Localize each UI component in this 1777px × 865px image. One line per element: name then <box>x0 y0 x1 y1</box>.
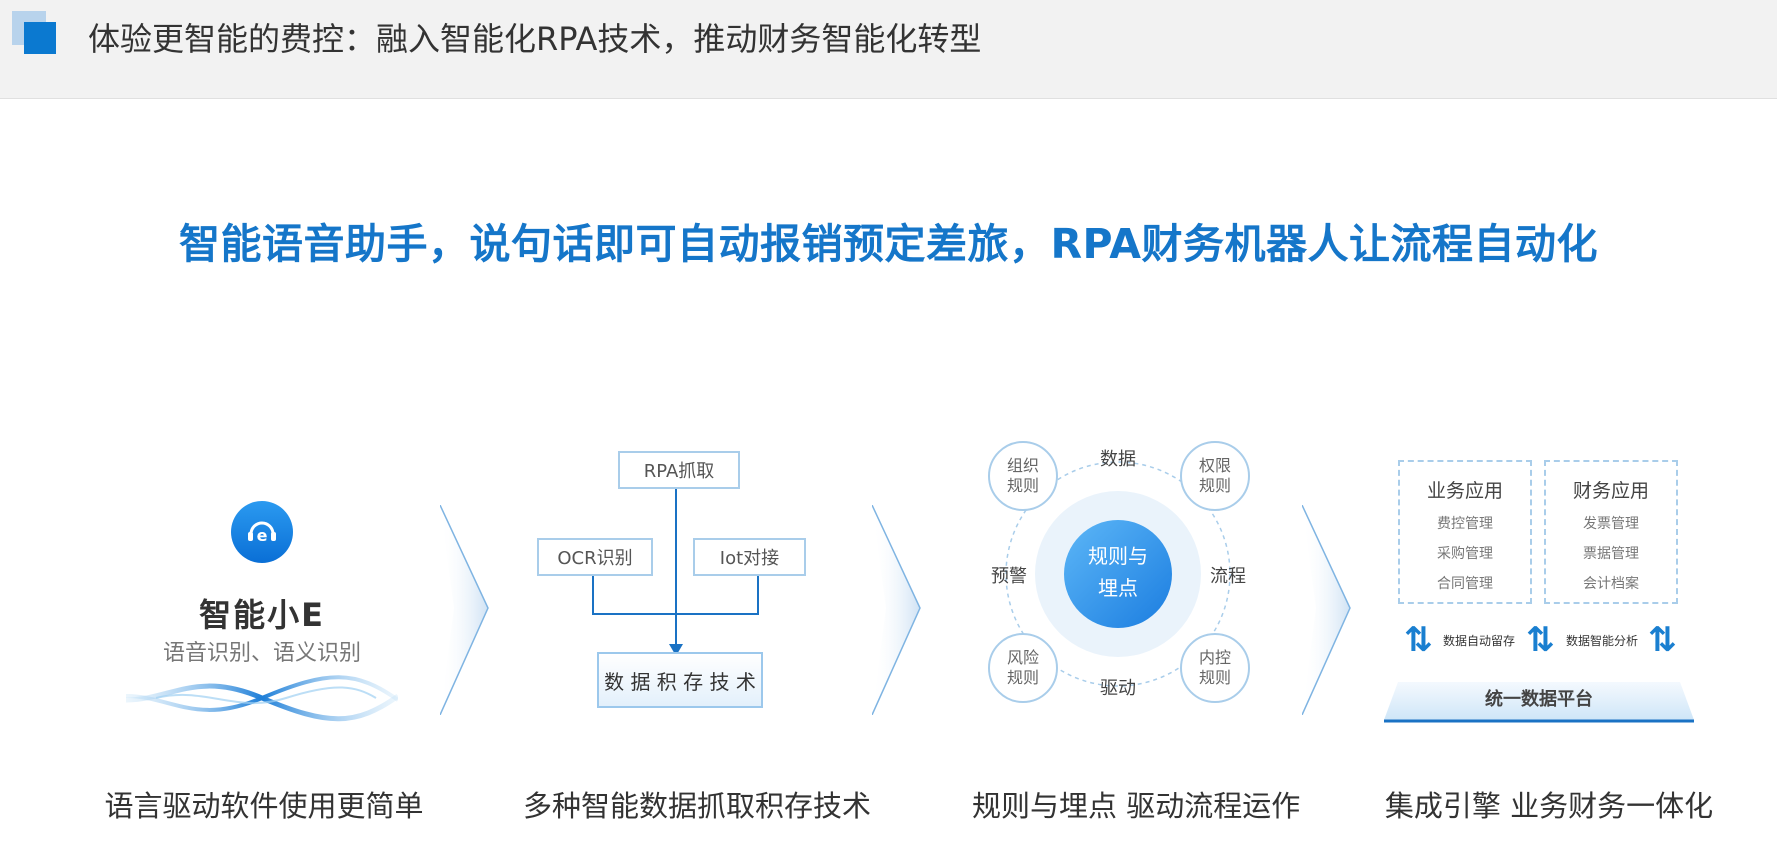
assistant-e-icon: e <box>231 501 293 563</box>
business-app-item: 合同管理 <box>1437 576 1493 592</box>
label-drive: 驱动 <box>1100 678 1136 699</box>
business-apps-title: 业务应用 <box>1426 480 1503 502</box>
assistant-desc: 语音识别、语义识别 <box>162 641 361 666</box>
sync-arrows-icon: ⇅ <box>1404 620 1433 660</box>
risk-rules-node: 风险规则 <box>988 633 1058 703</box>
node-line: 风险 <box>1006 648 1039 667</box>
business-app-item: 费控管理 <box>1437 516 1493 532</box>
rules-core-label: 规则与 埋点 <box>1063 540 1173 604</box>
control-rules-node: 内控规则 <box>1180 633 1250 703</box>
connector-lines <box>592 489 759 656</box>
finance-apps-panel: 财务应用 发票管理 票据管理 会计档案 <box>1544 460 1678 604</box>
business-apps-panel: 业务应用 费控管理 采购管理 合同管理 <box>1398 460 1532 604</box>
permission-rules-node: 权限规则 <box>1180 441 1250 511</box>
ocr-box: OCR识别 <box>537 538 653 576</box>
logo-square-front <box>24 22 56 54</box>
node-line: 规则 <box>1006 476 1039 495</box>
core-line-1: 规则与 <box>1088 544 1148 568</box>
chevron-separator-1 <box>440 505 489 715</box>
business-app-item: 采购管理 <box>1437 546 1493 562</box>
header-bar: 体验更智能的费控：融入智能化RPA技术，推动财务智能化转型 <box>0 0 1777 99</box>
chevron-separator-2 <box>872 505 921 715</box>
core-line-2: 埋点 <box>1098 576 1138 600</box>
voice-wave-icon <box>126 675 398 722</box>
caption-4: 集成引擎 业务财务一体化 <box>1384 789 1714 823</box>
sync-arrows-icon: ⇅ <box>1526 620 1555 660</box>
node-line: 内控 <box>1198 648 1231 667</box>
finance-app-item: 会计档案 <box>1583 576 1639 592</box>
node-line: 规则 <box>1198 476 1231 495</box>
chevron-separator-3 <box>1302 505 1351 715</box>
svg-text:e: e <box>257 526 268 545</box>
label-warning: 预警 <box>991 566 1027 587</box>
finance-app-item: 发票管理 <box>1583 516 1639 532</box>
rules-ring <box>1005 461 1231 687</box>
label-data: 数据 <box>1100 449 1136 470</box>
node-line: 规则 <box>1198 668 1231 687</box>
platform-label: 统一数据平台 <box>1485 689 1593 710</box>
rpa-box: RPA抓取 <box>618 451 740 489</box>
label-process: 流程 <box>1210 566 1246 587</box>
finance-app-item: 票据管理 <box>1583 546 1639 562</box>
flow-left-label: 数据自动留存 <box>1443 634 1516 648</box>
flow-right-label: 数据智能分析 <box>1566 634 1639 648</box>
headline: 智能语音助手，说句话即可自动报销预定差旅，RPA财务机器人让流程自动化 <box>178 220 1599 268</box>
node-line: 规则 <box>1006 668 1039 687</box>
storage-box: 数 据 积 存 技 术 <box>597 652 763 708</box>
caption-1: 语言驱动软件使用更简单 <box>104 789 424 823</box>
finance-apps-title: 财务应用 <box>1572 480 1649 502</box>
caption-3: 规则与埋点 驱动流程运作 <box>972 789 1301 823</box>
iot-box: Iot对接 <box>693 538 806 576</box>
caption-2: 多种智能数据抓取积存技术 <box>522 789 871 823</box>
sync-arrows-icon: ⇅ <box>1648 620 1677 660</box>
node-line: 组织 <box>1006 456 1039 475</box>
org-rules-node: 组织规则 <box>988 441 1058 511</box>
page-title: 体验更智能的费控：融入智能化RPA技术，推动财务智能化转型 <box>88 20 982 58</box>
platform-base <box>1384 682 1694 723</box>
node-line: 权限 <box>1198 456 1231 475</box>
assistant-name: 智能小E <box>199 596 325 634</box>
